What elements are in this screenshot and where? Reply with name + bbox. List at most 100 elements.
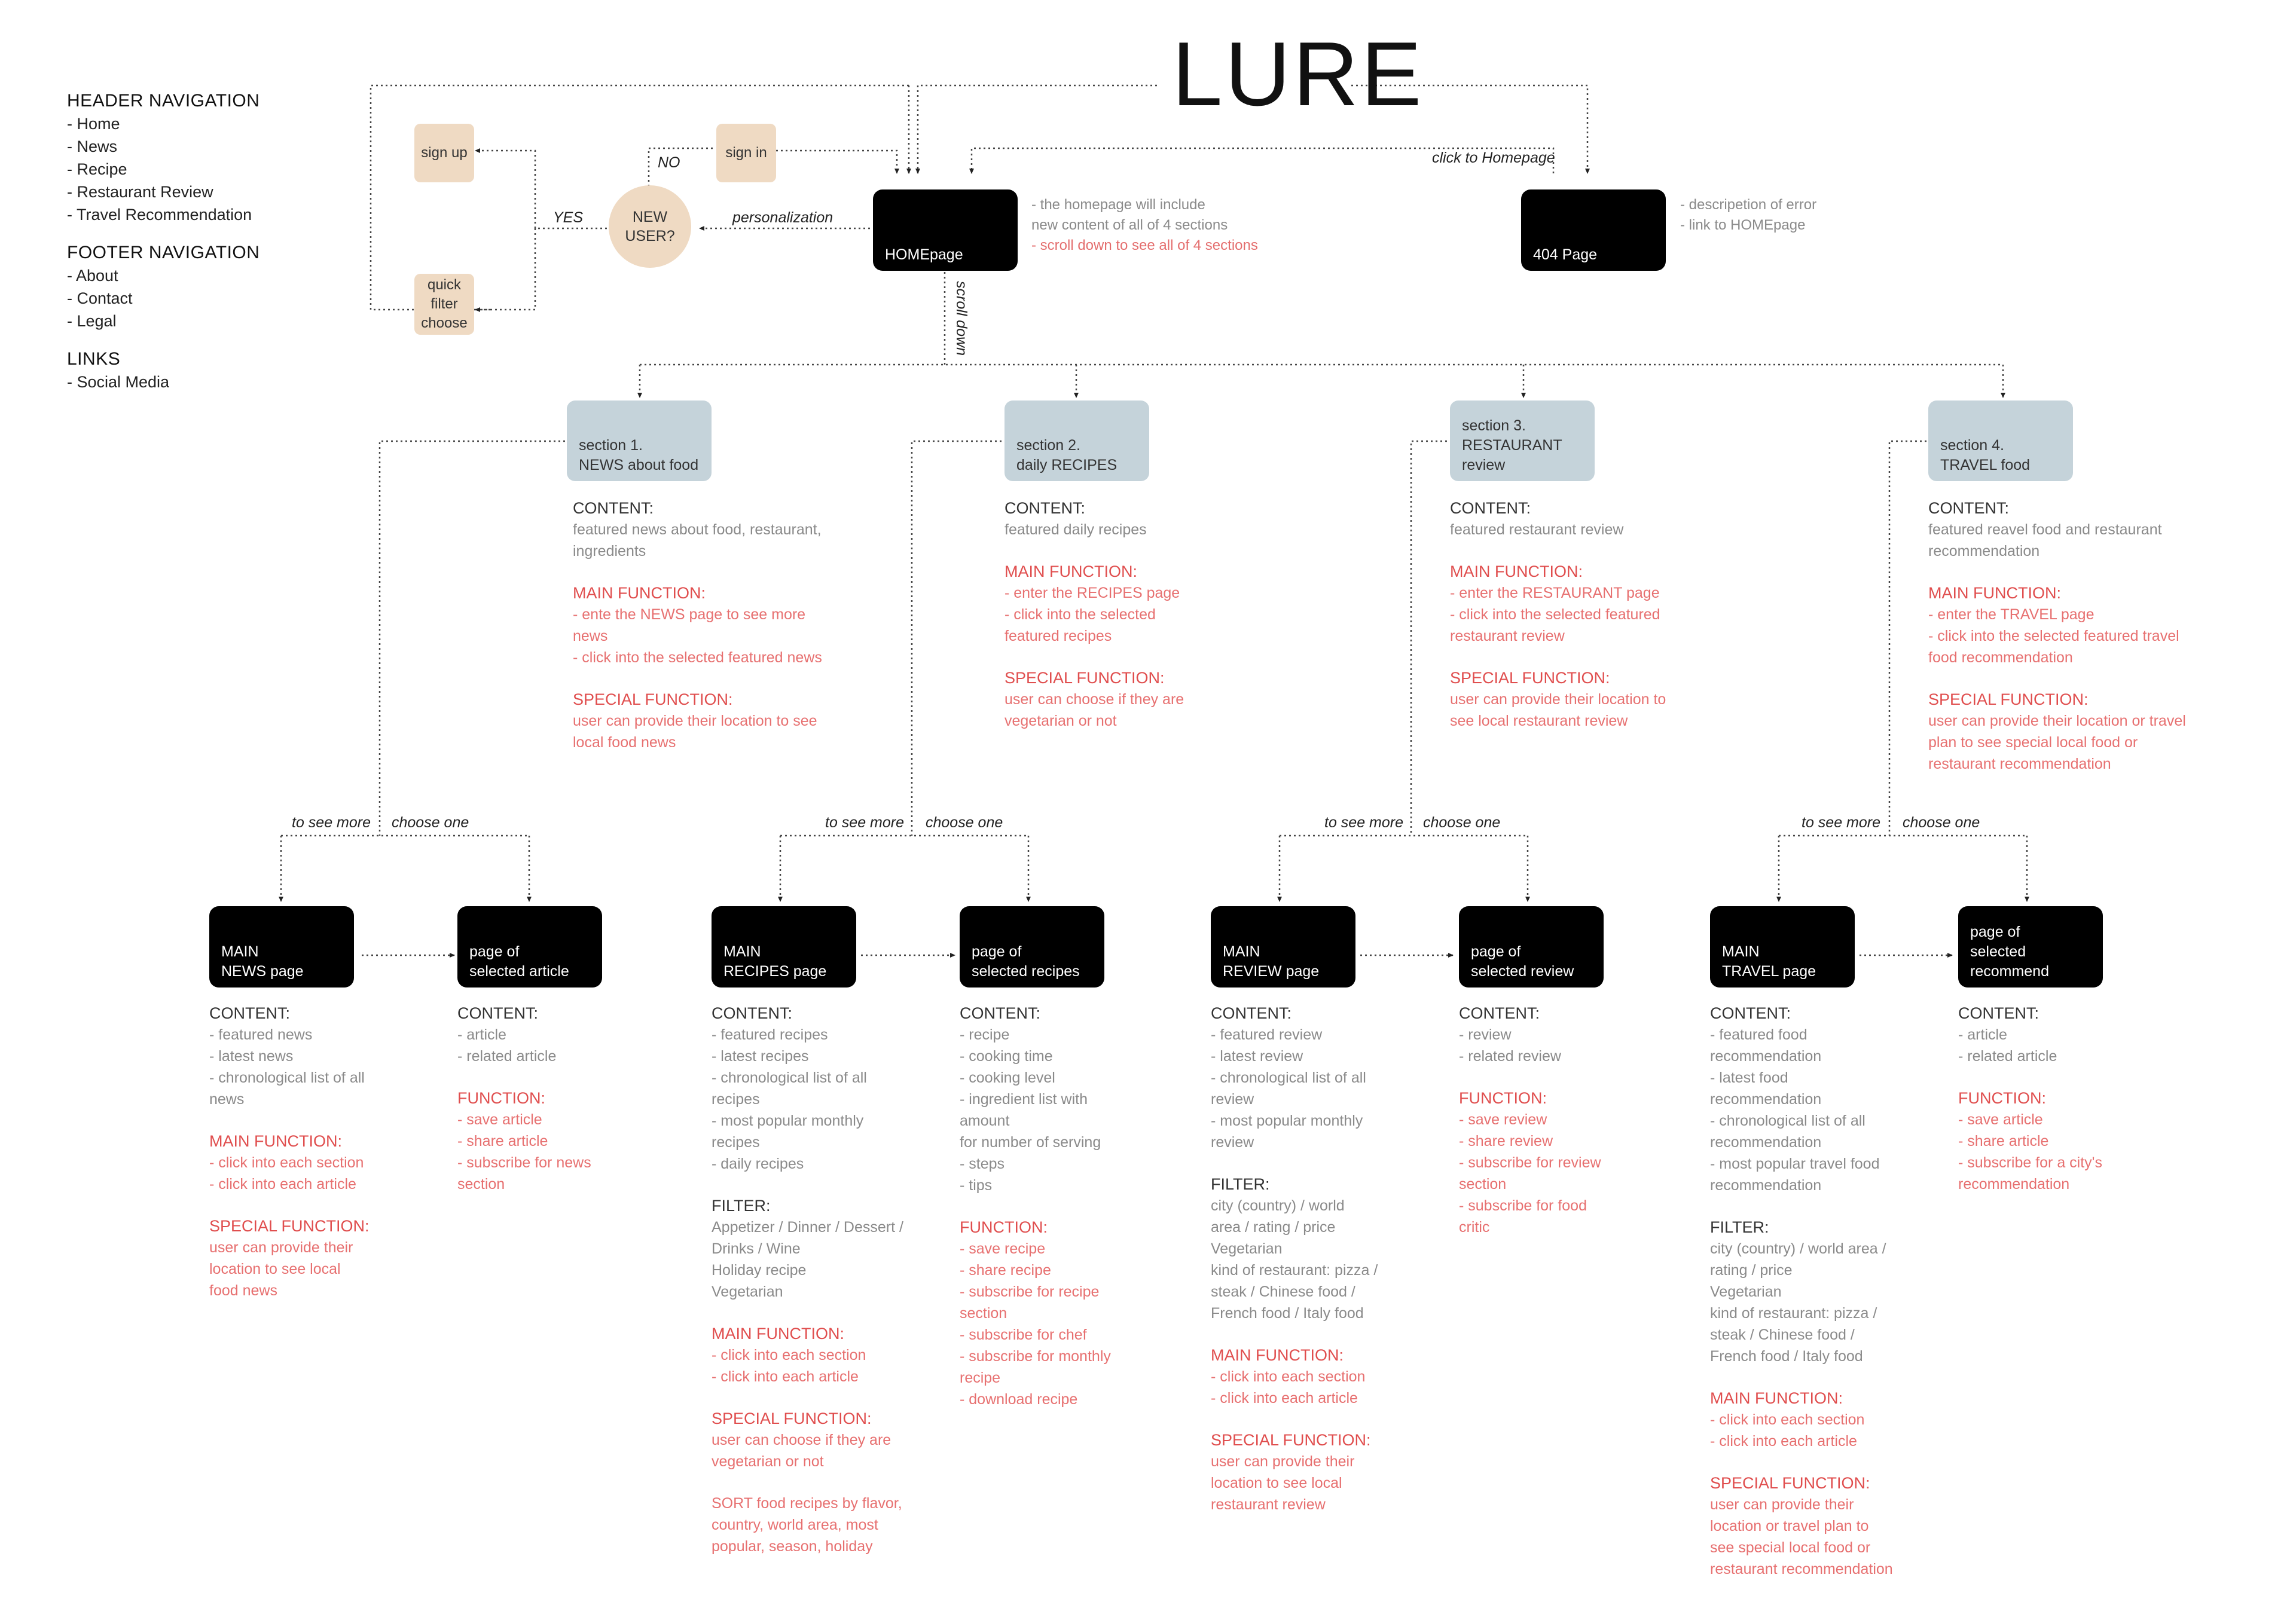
description-line: MAIN FUNCTION: bbox=[1928, 584, 2061, 602]
description-line: country, world area, most bbox=[712, 1517, 878, 1533]
description-line: SPECIAL FUNCTION: bbox=[1928, 690, 2089, 708]
main-page-label: MAIN bbox=[221, 943, 259, 960]
description-line: food recommendation bbox=[1928, 649, 2073, 666]
spacer bbox=[1928, 562, 2186, 582]
description-line: MAIN FUNCTION: bbox=[1450, 562, 1583, 580]
to-see-more-label: to see more bbox=[1802, 814, 1881, 831]
section-box-line: RESTAURANT review bbox=[1462, 437, 1562, 473]
description-line: SPECIAL FUNCTION: bbox=[573, 690, 733, 708]
description-line: FUNCTION: bbox=[1459, 1089, 1547, 1107]
description-line: - share recipe bbox=[960, 1262, 1051, 1279]
quick-filter-node: quick filter choose bbox=[414, 274, 474, 335]
homepage-note: - the homepage will include new content … bbox=[1031, 195, 1258, 256]
description-line: featured news about food, restaurant, bbox=[573, 521, 822, 538]
description-line: for number of serving bbox=[960, 1134, 1101, 1151]
description-line: - recipe bbox=[960, 1026, 1010, 1043]
description-line: - related review bbox=[1459, 1048, 1561, 1065]
description-line: - chronological list of all bbox=[712, 1069, 867, 1086]
section-box-line: NEWS about food bbox=[579, 457, 699, 473]
description-line: - subscribe for chef bbox=[960, 1326, 1087, 1343]
description-line: - click into each section bbox=[209, 1154, 364, 1171]
description-line: plan to see special local food or bbox=[1928, 734, 2138, 751]
description-line: - enter the RECIPES page bbox=[1004, 585, 1180, 601]
description-line: - download recipe bbox=[960, 1391, 1078, 1408]
description-line: CONTENT: bbox=[1459, 1004, 1540, 1022]
description-line: featured reavel food and restaurant bbox=[1928, 521, 2162, 538]
s3-branch bbox=[1410, 440, 1447, 836]
description-line: section bbox=[1459, 1176, 1507, 1193]
description-line: - most popular monthly bbox=[1211, 1112, 1363, 1129]
section-box-line: TRAVEL food bbox=[1940, 457, 2031, 473]
spacer bbox=[712, 1175, 903, 1195]
click-to-homepage-label: click to Homepage bbox=[1432, 149, 1555, 166]
description-line: MAIN FUNCTION: bbox=[712, 1325, 844, 1343]
description-line: recipe bbox=[960, 1369, 1001, 1386]
note-line: - the homepage will include bbox=[1031, 197, 1205, 213]
description-line: - latest news bbox=[209, 1048, 294, 1065]
description-line: - enter the RESTAURANT page bbox=[1450, 585, 1660, 601]
description-line: location to see local bbox=[209, 1261, 341, 1277]
description-line: review bbox=[1211, 1134, 1254, 1151]
choose-one-label: choose one bbox=[1903, 814, 1980, 831]
description-line: - daily recipes bbox=[712, 1155, 804, 1172]
yes-link-2 bbox=[475, 228, 536, 312]
choose-one-label: choose one bbox=[392, 814, 469, 831]
lure-to-homepage-link bbox=[915, 84, 1157, 174]
description-line: - most popular monthly bbox=[712, 1112, 864, 1129]
description-line: Vegetarian bbox=[712, 1283, 783, 1300]
main-page-label: TRAVEL page bbox=[1722, 963, 1816, 980]
description-line: user can choose if they are bbox=[1004, 691, 1184, 708]
spacer bbox=[1928, 668, 2186, 689]
description-line: Holiday recipe bbox=[712, 1262, 807, 1279]
description-line: - steps bbox=[960, 1155, 1005, 1172]
yes-label: YES bbox=[553, 209, 584, 226]
homepage-node: HOMEpage bbox=[873, 189, 1018, 271]
spacer bbox=[1211, 1409, 1378, 1429]
spacer bbox=[712, 1387, 903, 1408]
description-line: CONTENT: bbox=[1004, 499, 1085, 517]
description-line: - cooking time bbox=[960, 1048, 1053, 1065]
main-page-label: MAIN bbox=[1223, 943, 1260, 960]
page-404-note: - descripetion of error- link to HOMEpag… bbox=[1680, 195, 1816, 236]
description-line: section bbox=[457, 1176, 505, 1193]
description-line: - save article bbox=[457, 1111, 542, 1128]
description-line: user can provide their bbox=[1211, 1453, 1355, 1470]
navigation-list: HEADER NAVIGATION - Home- News- Recipe- … bbox=[67, 90, 259, 409]
section-box: section 1. NEWS about food bbox=[567, 400, 712, 481]
main-page-label: MAIN bbox=[1722, 943, 1760, 960]
description-line: kind of restaurant: pizza / bbox=[1211, 1262, 1378, 1279]
description-line: MAIN FUNCTION: bbox=[1004, 562, 1137, 580]
description-line: featured daily recipes bbox=[1004, 521, 1147, 538]
description-line: - click into each section bbox=[1710, 1411, 1865, 1428]
description-line: restaurant recommendation bbox=[1710, 1561, 1893, 1577]
description-line: CONTENT: bbox=[1710, 1004, 1791, 1022]
description-line: - chronological list of all bbox=[1211, 1069, 1366, 1086]
description-line: FUNCTION: bbox=[457, 1089, 545, 1107]
main-lines-description: CONTENT:- featured news- latest news- ch… bbox=[209, 1002, 370, 1301]
sel-lines-description: CONTENT:- recipe- cooking time- cooking … bbox=[960, 1002, 1111, 1410]
description-line: - latest recipes bbox=[712, 1048, 809, 1065]
main-lines-description: CONTENT:- featured review- latest review… bbox=[1211, 1002, 1378, 1515]
s2-branch bbox=[911, 440, 1002, 836]
description-line: recommendation bbox=[1958, 1176, 2070, 1193]
description-line: critic bbox=[1459, 1219, 1490, 1236]
description-line: area / rating / price bbox=[1211, 1219, 1336, 1236]
sign-up-label: sign up bbox=[421, 145, 468, 161]
description-line: SPECIAL FUNCTION: bbox=[1450, 669, 1610, 687]
description-line: - save recipe bbox=[960, 1240, 1046, 1257]
description-line: - latest review bbox=[1211, 1048, 1303, 1065]
spacer bbox=[1004, 647, 1184, 667]
description-line: review bbox=[1211, 1091, 1254, 1108]
selected-page-label: selected article bbox=[469, 963, 569, 980]
description-line: - ente the NEWS page to see more bbox=[573, 606, 806, 623]
to-see-more-label: to see more bbox=[825, 814, 905, 831]
description-line: recommendation bbox=[1710, 1134, 1822, 1151]
section-box-line: section 1. bbox=[579, 437, 643, 454]
description-line: - click into each article bbox=[1211, 1390, 1358, 1407]
description-line: - featured recipes bbox=[712, 1026, 828, 1043]
